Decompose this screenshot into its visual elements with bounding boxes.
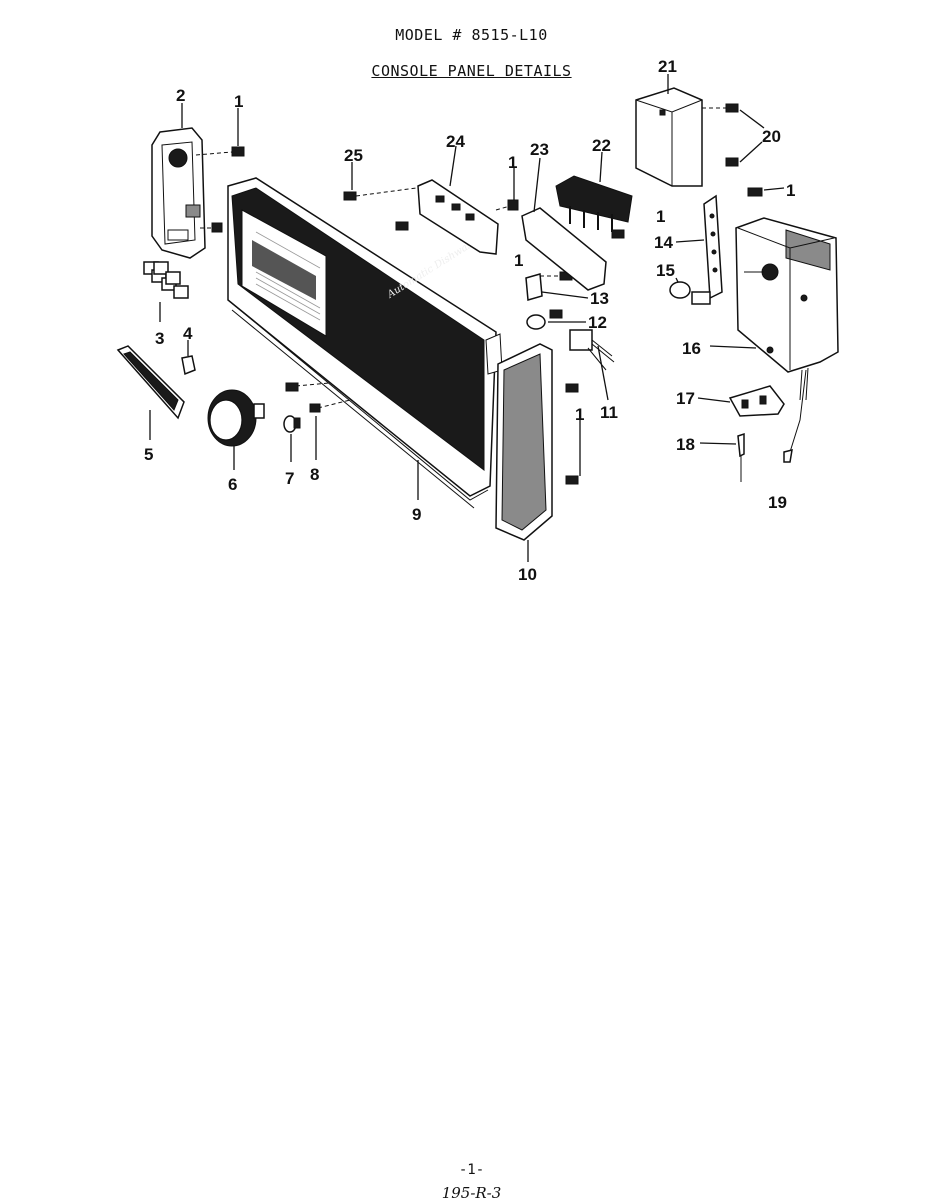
part-21-cover: [635, 87, 703, 187]
part-7-knob: [283, 415, 301, 433]
callout-21: 21: [658, 57, 677, 76]
callout-17: 17: [676, 389, 695, 408]
part-3-buttons: [143, 261, 189, 299]
callout-3: 3: [155, 329, 164, 348]
callout-4: 4: [183, 324, 193, 343]
callout-5: 5: [144, 445, 153, 464]
callout-1: 1: [656, 207, 665, 226]
screw-icon: [565, 475, 579, 485]
callout-23: 23: [530, 140, 549, 159]
screw-icon: [285, 382, 299, 392]
callout-22: 22: [592, 136, 611, 155]
part-16-timer: [735, 217, 839, 401]
callout-15: 15: [656, 261, 675, 280]
section-title: CONSOLE PANEL DETAILS: [371, 62, 572, 80]
document-code: 195-R-3: [441, 1184, 502, 1202]
callout-16: 16: [682, 339, 701, 358]
callout-8: 8: [310, 465, 319, 484]
callout-14: 14: [654, 233, 673, 252]
part-4-clip: [181, 355, 196, 376]
callout-1: 1: [234, 92, 243, 111]
screw-icon: [725, 103, 739, 113]
screw-icon: [309, 403, 321, 413]
part-5-nameplate: [116, 345, 185, 420]
screw-icon: [343, 191, 357, 201]
part-18-terminal: [737, 432, 745, 482]
callout-7: 7: [285, 469, 294, 488]
callout-1: 1: [514, 251, 523, 270]
screw-icon: [747, 187, 763, 197]
callout-1: 1: [508, 153, 517, 172]
screw-icon: [725, 157, 739, 167]
part-17-switch: [728, 385, 785, 417]
screw-icon: [507, 199, 519, 211]
part-23-bracket: [521, 207, 607, 291]
part-12-cam: [526, 314, 546, 330]
screw-icon: [395, 221, 409, 231]
screw-icon: [565, 383, 579, 393]
callout-19: 19: [768, 493, 787, 512]
model-title: MODEL # 8515-L10: [395, 26, 548, 44]
part-15-spacer: [669, 281, 711, 305]
callout-10: 10: [518, 565, 537, 584]
callout-25: 25: [344, 146, 363, 165]
part-22-switch-block: [555, 175, 633, 232]
part-10-side-trim: [495, 343, 553, 541]
callout-12: 12: [588, 313, 607, 332]
callout-2: 2: [176, 86, 185, 105]
callout-labels: 1 2 3 4 5 6 7 8 9 10 11 12 13 1 1 1 1 1 …: [144, 57, 795, 584]
part-2-bracket: [151, 127, 206, 259]
part-19-wire-lead: [783, 369, 807, 463]
part-24-board: [417, 179, 499, 255]
callout-11: 11: [600, 403, 618, 422]
callout-1: 1: [575, 405, 584, 424]
part-13-clip: [525, 273, 543, 301]
callout-13: 13: [590, 289, 609, 308]
callout-9: 9: [412, 505, 421, 524]
callout-1: 1: [786, 181, 795, 200]
part-11-connector: [569, 329, 615, 371]
part-6-knob: [207, 389, 265, 447]
callout-6: 6: [228, 475, 237, 494]
part-14-terminal-strip: [703, 194, 723, 300]
callout-24: 24: [446, 132, 465, 151]
screw-icon: [549, 309, 563, 319]
callout-18: 18: [676, 435, 695, 454]
page-number: -1-: [458, 1162, 485, 1178]
screw-icon: [611, 229, 625, 239]
screw-icon: [231, 146, 245, 157]
callout-20: 20: [762, 127, 781, 146]
screw-icon: [211, 222, 223, 233]
